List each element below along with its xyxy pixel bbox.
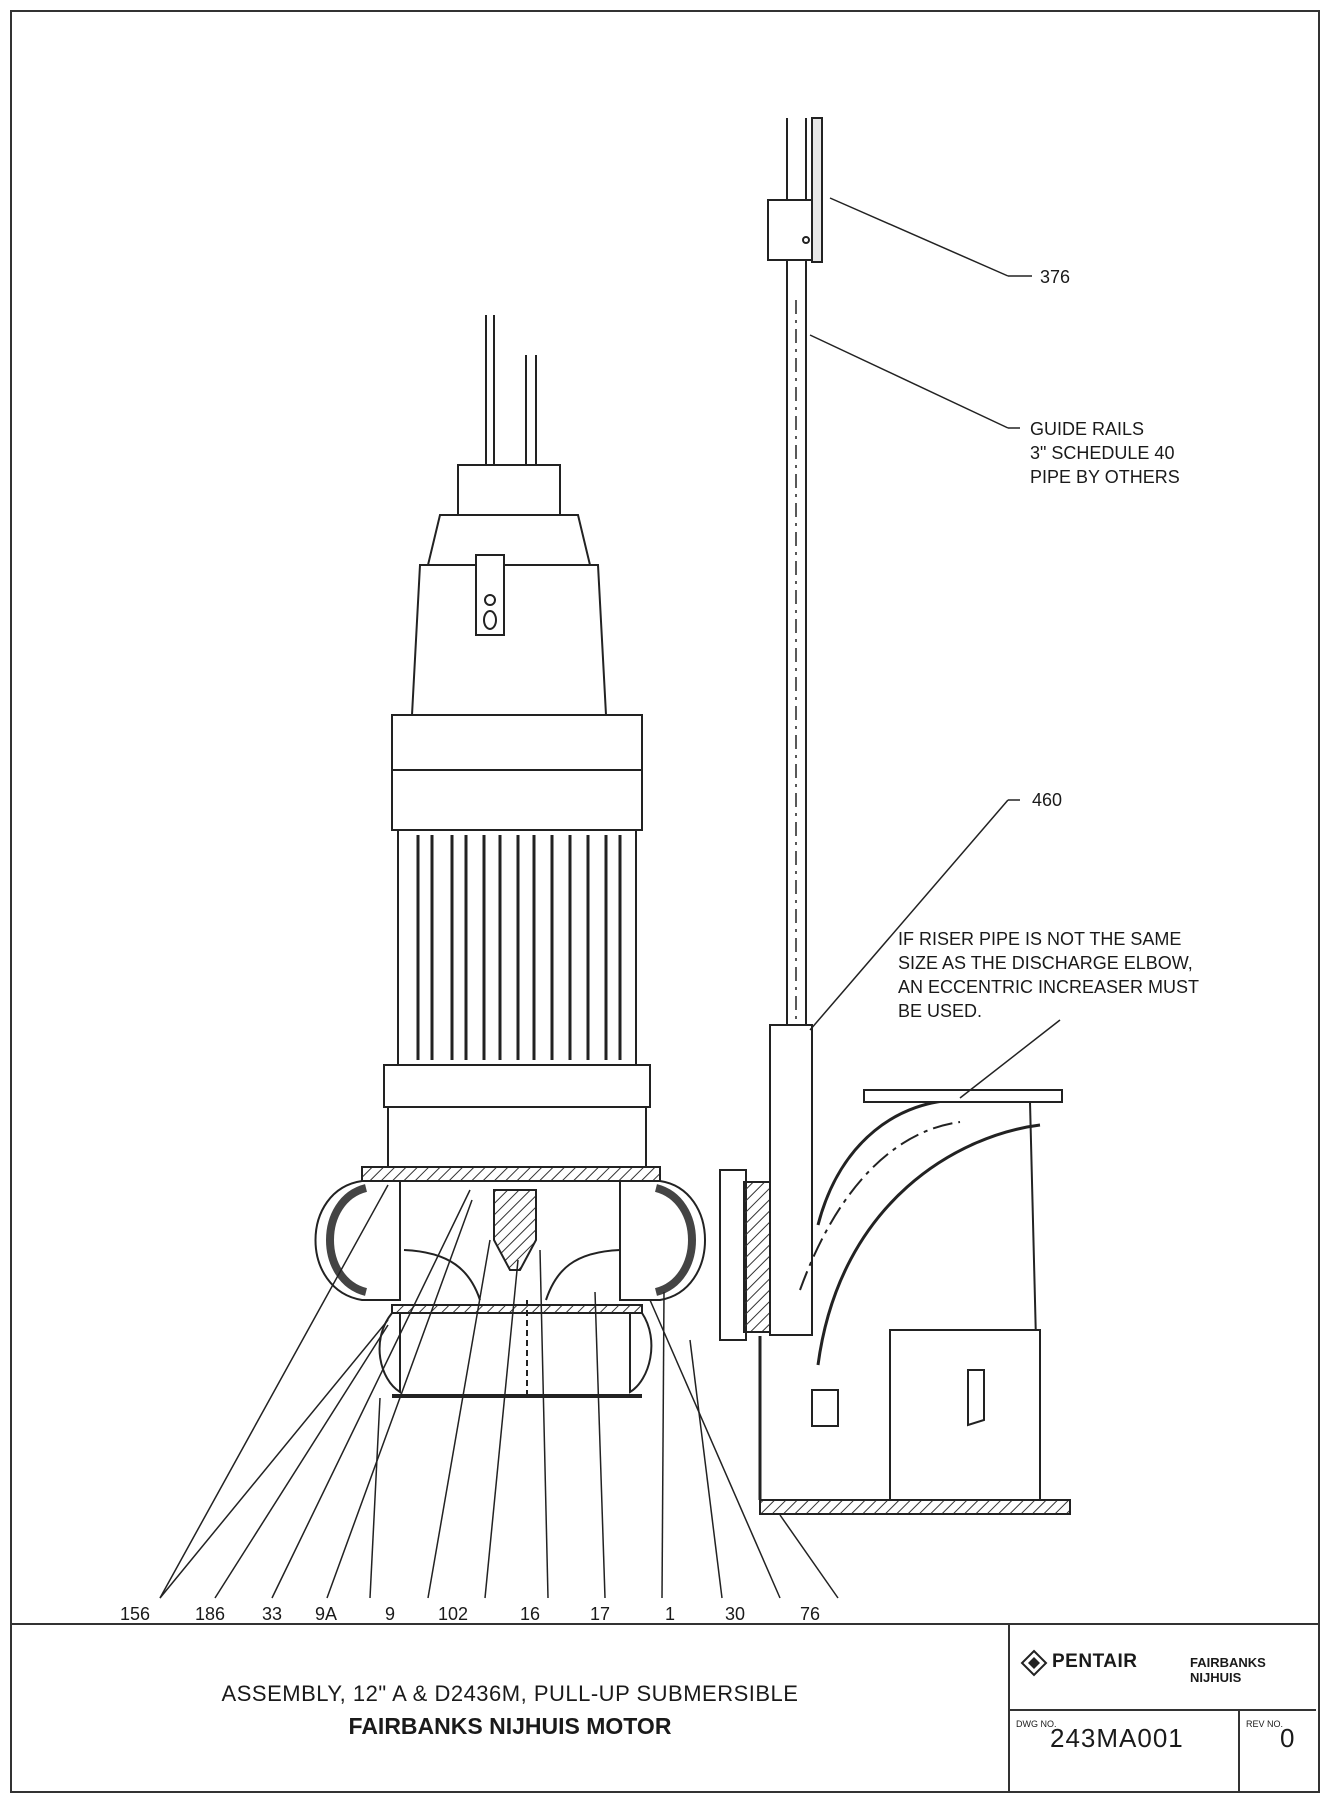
drawing-subtitle: FAIRBANKS NIJHUIS MOTOR	[348, 1713, 672, 1739]
riser-note-line4: BE USED.	[898, 1001, 982, 1021]
part-label-1: 1	[665, 1604, 675, 1623]
rev-no-label: REV NO.	[1246, 1719, 1284, 1729]
brand-name: PENTAIR	[1052, 1651, 1138, 1672]
riser-note-line3: AN ECCENTRIC INCREASER MUST	[898, 977, 1199, 997]
title-area: ASSEMBLY, 12" A & D2436M, PULL-UP SUBMER…	[10, 1625, 1010, 1793]
dwg-no-value: 243MA001	[1050, 1723, 1184, 1753]
drawing-title: ASSEMBLY, 12" A & D2436M, PULL-UP SUBMER…	[221, 1681, 799, 1706]
rev-no-value: 0	[1280, 1723, 1295, 1753]
title-block: ASSEMBLY, 12" A & D2436M, PULL-UP SUBMER…	[10, 1623, 1320, 1793]
leader-lines	[159, 197, 1061, 1599]
pump-assembly-drawing: 376 GUIDE RAILS 3" SCHEDULE 40 PIPE BY O…	[120, 117, 1199, 1623]
part-label-17: 17	[590, 1604, 610, 1623]
revision-box: REV NO. 0	[1240, 1711, 1316, 1793]
brand-box: PENTAIR FAIRBANKS NIJHUIS	[1010, 1625, 1316, 1711]
part-label-102: 102	[438, 1604, 468, 1623]
brand-secondary: FAIRBANKS NIJHUIS	[1190, 1655, 1266, 1685]
guide-rails-note-line2: 3" SCHEDULE 40	[1030, 443, 1174, 463]
guide-rails-note-line1: GUIDE RAILS	[1030, 419, 1144, 439]
callout-376: 376	[1040, 267, 1070, 287]
part-label-16: 16	[520, 1604, 540, 1623]
part-label-33: 33	[262, 1604, 282, 1623]
drawing-number-box: DWG NO. 243MA001	[1010, 1711, 1240, 1793]
dwg-no-label: DWG NO.	[1016, 1719, 1057, 1729]
part-label-156: 156	[120, 1604, 150, 1623]
guide-rail	[767, 117, 823, 1068]
discharge-elbow	[719, 1024, 1071, 1515]
riser-note: IF RISER PIPE IS NOT THE SAME SIZE AS TH…	[898, 929, 1199, 1021]
part-number-row: 156 186 33 9A 9 102 16 17 1 30 76	[120, 1604, 820, 1623]
part-label-186: 186	[195, 1604, 225, 1623]
callout-text-top: 376 GUIDE RAILS 3" SCHEDULE 40 PIPE BY O…	[1030, 267, 1180, 810]
part-label-9: 9	[385, 1604, 395, 1623]
riser-note-line2: SIZE AS THE DISCHARGE ELBOW,	[898, 953, 1193, 973]
pentair-logo-icon	[1020, 1649, 1048, 1677]
drawing-sheet	[10, 10, 1320, 1793]
motor-cooling-fins	[416, 835, 622, 1060]
callout-460: 460	[1032, 790, 1062, 810]
part-label-76: 76	[800, 1604, 820, 1623]
part-label-9a: 9A	[315, 1604, 337, 1623]
part-label-30: 30	[725, 1604, 745, 1623]
guide-rails-note-line3: PIPE BY OTHERS	[1030, 467, 1180, 487]
riser-note-line1: IF RISER PIPE IS NOT THE SAME	[898, 929, 1181, 949]
